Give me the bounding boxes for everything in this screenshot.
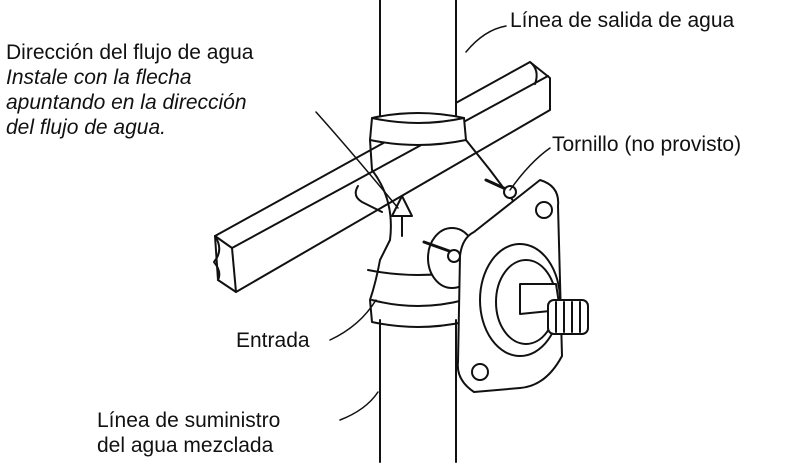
flow-direction-label: Dirección del flujo de agua Instale con … <box>6 40 254 140</box>
flow-direction-instruction-1: Instale con la flecha <box>6 66 192 89</box>
leader-flow <box>315 111 399 209</box>
leader-lines <box>315 25 551 421</box>
flow-direction-title: Dirección del flujo de agua <box>6 41 254 64</box>
supply-line-label-2: del agua mezclada <box>97 434 274 457</box>
leader-inlet <box>329 299 377 341</box>
outlet-pipe <box>379 0 457 126</box>
screw-label: Tornillo (no provisto) <box>552 133 742 156</box>
leader-outlet <box>465 25 507 53</box>
flow-direction-instruction-2: apuntando en la dirección <box>6 91 247 114</box>
leader-supply <box>339 391 379 421</box>
supply-pipe <box>379 319 457 467</box>
inlet-label: Entrada <box>236 329 310 352</box>
flow-direction-instruction-3: del flujo de agua. <box>6 116 166 139</box>
screw-lower <box>422 240 461 263</box>
supply-line-label-1: Línea de suministro <box>97 409 281 432</box>
screw-upper <box>484 178 517 199</box>
outlet-line-label: Línea de salida de agua <box>510 9 735 32</box>
support-board <box>213 61 551 293</box>
supply-line-label: Línea de suministro del agua mezclada <box>97 408 280 458</box>
leader-screw <box>509 147 551 191</box>
valve-stem <box>519 283 589 335</box>
